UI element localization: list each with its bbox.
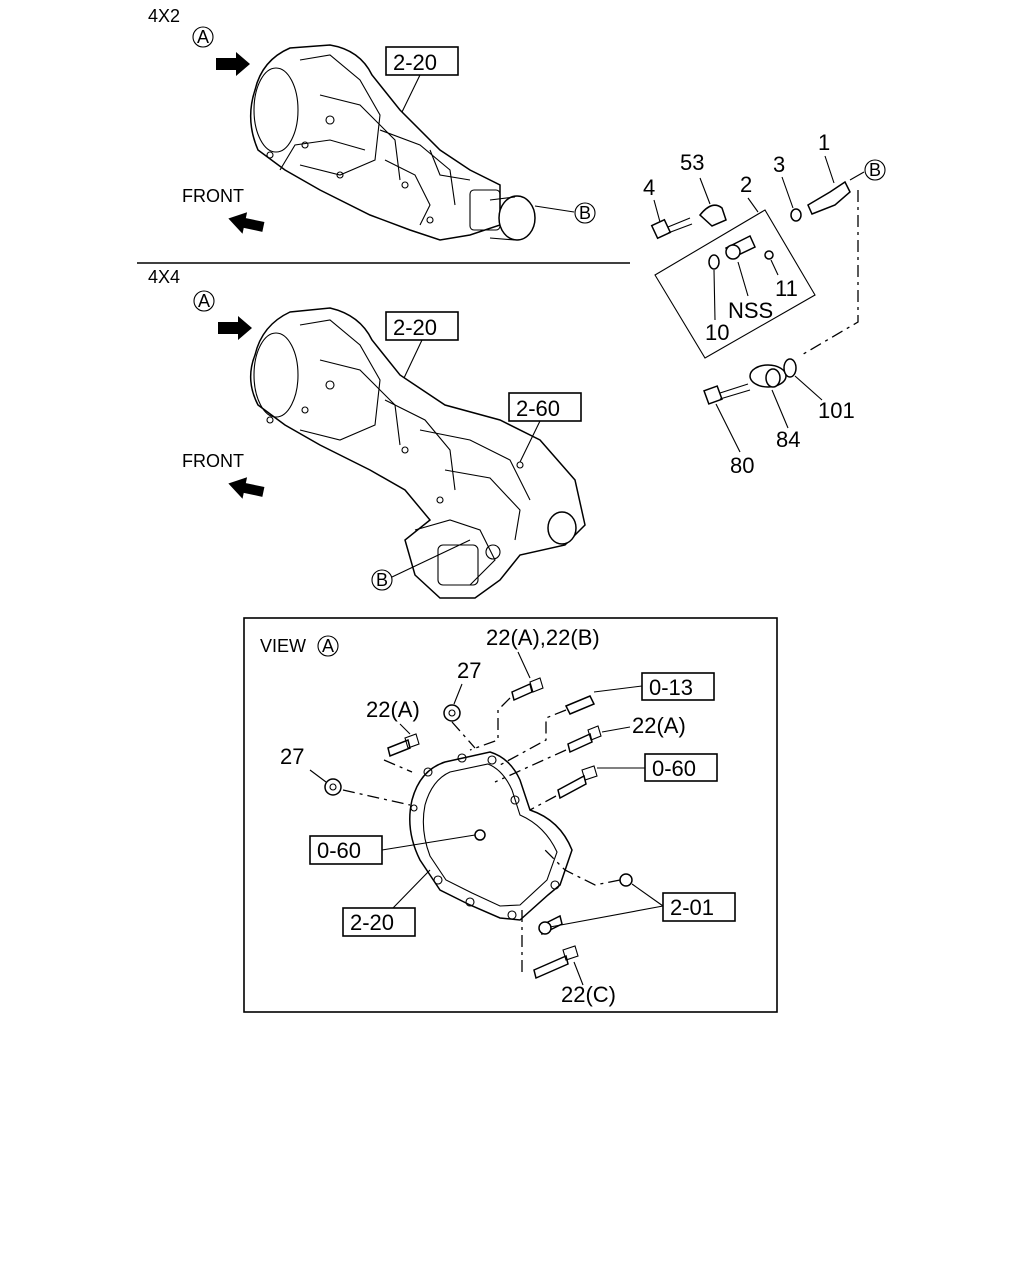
case-ref-box-4x4: 2-20 <box>385 311 459 379</box>
svg-text:A: A <box>322 636 334 656</box>
bolt-22a-left: 22(A) <box>366 697 420 773</box>
bolt-22ab: 22(A),22(B) <box>469 625 600 751</box>
view-arrow-4x4 <box>218 316 252 340</box>
ref-0-60-right: 0-60 <box>652 756 696 781</box>
nut-27-top: 27 <box>443 658 481 749</box>
label-22a-right: 22(A) <box>632 713 686 738</box>
part-3-washer: 3 <box>773 152 802 222</box>
front-label-4x4: FRONT <box>182 451 244 471</box>
section-4x2: 4X2 A 2 <box>148 6 596 241</box>
callout-nss: NSS <box>728 298 773 323</box>
ref-marker-a-4x2: A <box>192 26 214 48</box>
view-a-panel: VIEW A 22(A),22(B) <box>243 617 778 1013</box>
svg-text:B: B <box>579 203 591 223</box>
ref-2-01: 2-01 <box>670 895 714 920</box>
svg-text:A: A <box>198 291 210 311</box>
part-10-oring: 10 <box>705 254 729 345</box>
bolt-22a-right: 22(A) <box>494 713 686 783</box>
ref-marker-a-4x4: A <box>193 290 215 312</box>
front-label-4x2: FRONT <box>182 186 244 206</box>
sensor-group: 4 53 2 3 1 B <box>643 130 886 478</box>
front-arrow-4x4 <box>228 477 265 499</box>
ref-marker-b-4x4: B <box>371 539 471 591</box>
ref-marker-b-4x2: B <box>534 202 596 224</box>
label-22ab: 22(A),22(B) <box>486 625 600 650</box>
ref-2-20-plate: 2-20 <box>350 910 394 935</box>
svg-text:B: B <box>869 160 881 180</box>
ref-2-20-plate-group: 2-20 <box>342 869 431 937</box>
view-a-title: VIEW <box>260 636 306 656</box>
view-a-ref-marker: A <box>317 635 339 657</box>
bolt-22c: 22(C) <box>533 945 616 1007</box>
part-101-oring: 101 <box>783 358 855 423</box>
label-22c: 22(C) <box>561 982 616 1007</box>
callout-10: 10 <box>705 320 729 345</box>
label-27-left: 27 <box>280 744 304 769</box>
section-4x4-title: 4X4 <box>148 267 180 287</box>
ref-marker-b-sensor: B <box>799 159 886 357</box>
ref-0-60-center-group: 0-60 <box>309 834 476 865</box>
svg-text:2-20: 2-20 <box>393 315 437 340</box>
nut-27-left: 27 <box>280 744 411 806</box>
label-27-top: 27 <box>457 658 481 683</box>
case-ref-box-4x2: 2-20 <box>385 46 459 113</box>
part-53-clamp: 53 <box>680 150 727 227</box>
svg-text:2-20: 2-20 <box>393 50 437 75</box>
section-4x4: 4X4 A 2-20 <box>148 267 586 599</box>
svg-text:B: B <box>376 570 388 590</box>
front-arrow-4x2 <box>228 212 265 234</box>
callout-1: 1 <box>818 130 830 155</box>
part-84-plate: 84 <box>749 364 800 452</box>
pins-2-01: 2-01 <box>521 849 736 975</box>
callout-80: 80 <box>730 453 754 478</box>
part-4-bolt: 4 <box>643 175 693 240</box>
label-22a-left: 22(A) <box>366 697 420 722</box>
bolt-0-60-right: 0-60 <box>529 753 718 811</box>
transmission-4x2-drawing <box>249 44 536 241</box>
svg-text:A: A <box>197 27 209 47</box>
part-nss-sensor: NSS <box>724 234 773 323</box>
part-80-bolt: 80 <box>703 383 754 478</box>
ref-0-13: 0-13 <box>649 675 693 700</box>
end-plate-drawing <box>409 751 573 921</box>
part-11-screw: 11 <box>764 250 798 301</box>
callout-3: 3 <box>773 152 785 177</box>
dowel-0-13: 0-13 <box>499 672 715 766</box>
callout-2: 2 <box>740 172 752 197</box>
transmission-4x4-drawing <box>249 307 586 599</box>
view-arrow-4x2 <box>216 52 250 76</box>
section-4x2-title: 4X2 <box>148 6 180 26</box>
callout-101: 101 <box>818 398 855 423</box>
callout-84: 84 <box>776 427 800 452</box>
callout-53: 53 <box>680 150 704 175</box>
ref-0-60-center: 0-60 <box>317 838 361 863</box>
transfer-ref-box-4x4: 2-60 <box>508 392 582 463</box>
svg-text:2-60: 2-60 <box>516 396 560 421</box>
callout-4: 4 <box>643 175 655 200</box>
callout-11: 11 <box>775 276 798 301</box>
part-1-sensor: 1 <box>807 130 851 215</box>
